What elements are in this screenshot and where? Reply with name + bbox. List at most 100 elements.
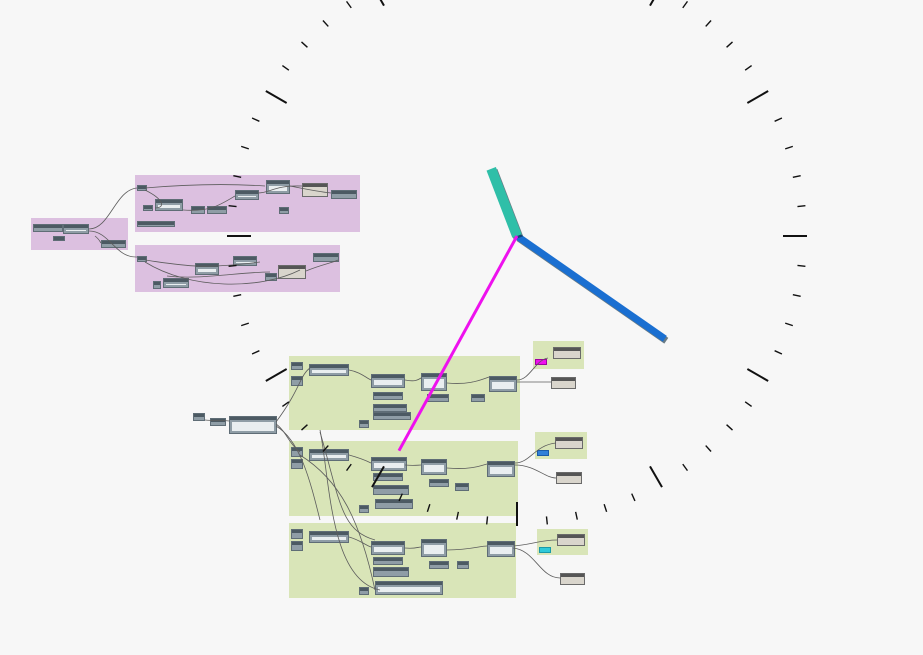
node[interactable]: [309, 449, 349, 461]
node[interactable]: [53, 236, 65, 241]
minute-tick: [322, 20, 329, 27]
node[interactable]: [471, 394, 485, 402]
minute-tick: [744, 401, 753, 408]
node[interactable]: [63, 224, 89, 234]
group-green-small-3[interactable]: [537, 529, 588, 555]
watch-node[interactable]: [302, 183, 328, 197]
node[interactable]: [291, 362, 303, 370]
node[interactable]: [195, 263, 219, 275]
group-purple-top[interactable]: [135, 175, 360, 232]
node[interactable]: [373, 557, 403, 565]
watch-node[interactable]: [556, 472, 582, 484]
minute-tick: [797, 264, 806, 268]
group-green-2[interactable]: [289, 441, 518, 516]
node[interactable]: [33, 224, 63, 232]
node[interactable]: [489, 376, 517, 392]
minute-tick: [631, 493, 636, 502]
node[interactable]: [291, 541, 303, 551]
minute-tick: [240, 145, 250, 150]
node[interactable]: [163, 278, 189, 288]
node[interactable]: [371, 541, 405, 555]
node[interactable]: [235, 190, 259, 200]
hour-tick: [265, 368, 288, 382]
group-purple-bottom[interactable]: [135, 245, 340, 292]
node[interactable]: [193, 413, 205, 421]
group-green-1[interactable]: [289, 356, 520, 430]
group-green-small-1[interactable]: [533, 341, 584, 369]
node[interactable]: [421, 459, 447, 475]
node[interactable]: [375, 499, 413, 509]
minute-tick: [545, 516, 549, 525]
node[interactable]: [279, 207, 289, 214]
minute-tick: [281, 64, 290, 71]
node[interactable]: [266, 180, 290, 194]
minute-tick: [240, 322, 250, 327]
node[interactable]: [291, 529, 303, 539]
watch-node[interactable]: [551, 377, 576, 389]
group-green-small-2[interactable]: [535, 432, 587, 459]
minute-tick: [603, 503, 608, 513]
minute-tick: [345, 0, 352, 9]
watch-node[interactable]: [553, 347, 581, 359]
node[interactable]: [309, 531, 349, 543]
node[interactable]: [421, 539, 447, 557]
node[interactable]: [373, 567, 409, 577]
node[interactable]: [137, 185, 147, 191]
node[interactable]: [359, 420, 369, 428]
group-green-3[interactable]: [289, 523, 516, 598]
node[interactable]: [421, 373, 447, 391]
node[interactable]: [427, 394, 449, 402]
node[interactable]: [153, 281, 161, 289]
node[interactable]: [291, 376, 303, 386]
minute-tick: [774, 350, 783, 355]
node[interactable]: [539, 547, 551, 553]
minute-hand-shadow: [516, 235, 669, 344]
minute-tick: [792, 293, 801, 297]
node[interactable]: [207, 206, 227, 214]
node[interactable]: [375, 581, 443, 595]
node[interactable]: [291, 459, 303, 469]
node[interactable]: [137, 221, 175, 227]
watch-node[interactable]: [278, 265, 306, 279]
node[interactable]: [291, 447, 303, 457]
node[interactable]: [371, 374, 405, 388]
node[interactable]: [373, 473, 403, 481]
node[interactable]: [457, 561, 469, 569]
node[interactable]: [373, 392, 403, 400]
node[interactable]: [331, 190, 357, 199]
node[interactable]: [373, 485, 409, 495]
node[interactable]: [155, 199, 183, 211]
node[interactable]: [373, 404, 407, 412]
minute-tick: [682, 463, 689, 472]
node[interactable]: [265, 273, 277, 281]
node[interactable]: [537, 450, 549, 456]
node[interactable]: [371, 457, 407, 471]
node[interactable]: [429, 561, 449, 569]
node[interactable]: [229, 416, 277, 434]
node[interactable]: [143, 205, 153, 211]
node[interactable]: [487, 541, 515, 557]
node[interactable]: [313, 253, 339, 262]
watch-node[interactable]: [555, 437, 583, 449]
node[interactable]: [233, 256, 257, 266]
node[interactable]: [487, 461, 515, 477]
hour-tick: [379, 0, 385, 7]
node[interactable]: [359, 587, 369, 595]
node[interactable]: [373, 412, 411, 420]
hour-tick: [746, 90, 769, 104]
watch-node[interactable]: [557, 534, 585, 546]
node[interactable]: [191, 206, 205, 214]
node[interactable]: [429, 479, 449, 487]
node[interactable]: [101, 240, 126, 248]
node[interactable]: [137, 256, 147, 262]
node[interactable]: [535, 359, 547, 365]
minute-tick: [744, 64, 753, 71]
node[interactable]: [210, 418, 226, 426]
group-purple-small[interactable]: [31, 218, 128, 250]
minute-tick: [784, 322, 794, 327]
watch-node[interactable]: [560, 573, 585, 585]
node[interactable]: [359, 505, 369, 513]
node[interactable]: [455, 483, 469, 491]
node[interactable]: [309, 364, 349, 376]
